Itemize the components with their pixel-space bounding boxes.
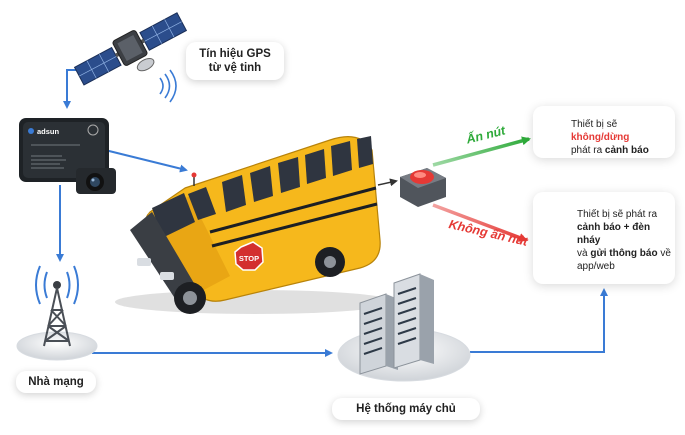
- arrow-bus-to-button: [377, 178, 398, 187]
- camera-icon: [76, 168, 116, 194]
- arrow-gps-to-device: [63, 69, 78, 109]
- pressed-result-card: Thiết bị sẽ không/dừng phát ra cảnh báo: [533, 106, 675, 158]
- server-label: Hệ thống máy chủ: [332, 398, 480, 420]
- arrow-server-to-app: [470, 288, 608, 353]
- pressed-result-text: Thiết bị sẽ không/dừng phát ra cảnh báo: [571, 119, 649, 156]
- server-icon: [337, 273, 471, 382]
- arrow-pressed: [432, 136, 531, 167]
- gps-signal-label: Tín hiệu GPS từ vệ tinh: [186, 42, 284, 80]
- svg-text:STOP: STOP: [239, 254, 259, 263]
- emergency-button-icon[interactable]: [400, 168, 446, 207]
- gps-device-icon: adsun: [19, 118, 109, 182]
- satellite-icon: [73, 12, 188, 86]
- network-label: Nhà mạng: [16, 371, 96, 393]
- arrow-not-pressed: [432, 203, 528, 242]
- not-pressed-result-card: Thiết bị sẽ phát ra cảnh báo + đèn nháy …: [533, 192, 675, 284]
- gps-label-line-2: từ vệ tinh: [208, 62, 262, 74]
- svg-text:adsun: adsun: [37, 127, 60, 136]
- cell-tower-icon: [16, 265, 98, 361]
- signal-waves: [159, 69, 177, 103]
- arrow-device-to-bus: [104, 149, 188, 173]
- school-bus-icon: [115, 136, 395, 314]
- gps-label-line-1: Tín hiệu GPS: [199, 48, 271, 60]
- not-pressed-result-text: Thiết bị sẽ phát ra cảnh báo + đèn nháy …: [577, 209, 671, 272]
- stop-sign-icon: STOP: [234, 241, 264, 271]
- connector-lines: [56, 69, 608, 357]
